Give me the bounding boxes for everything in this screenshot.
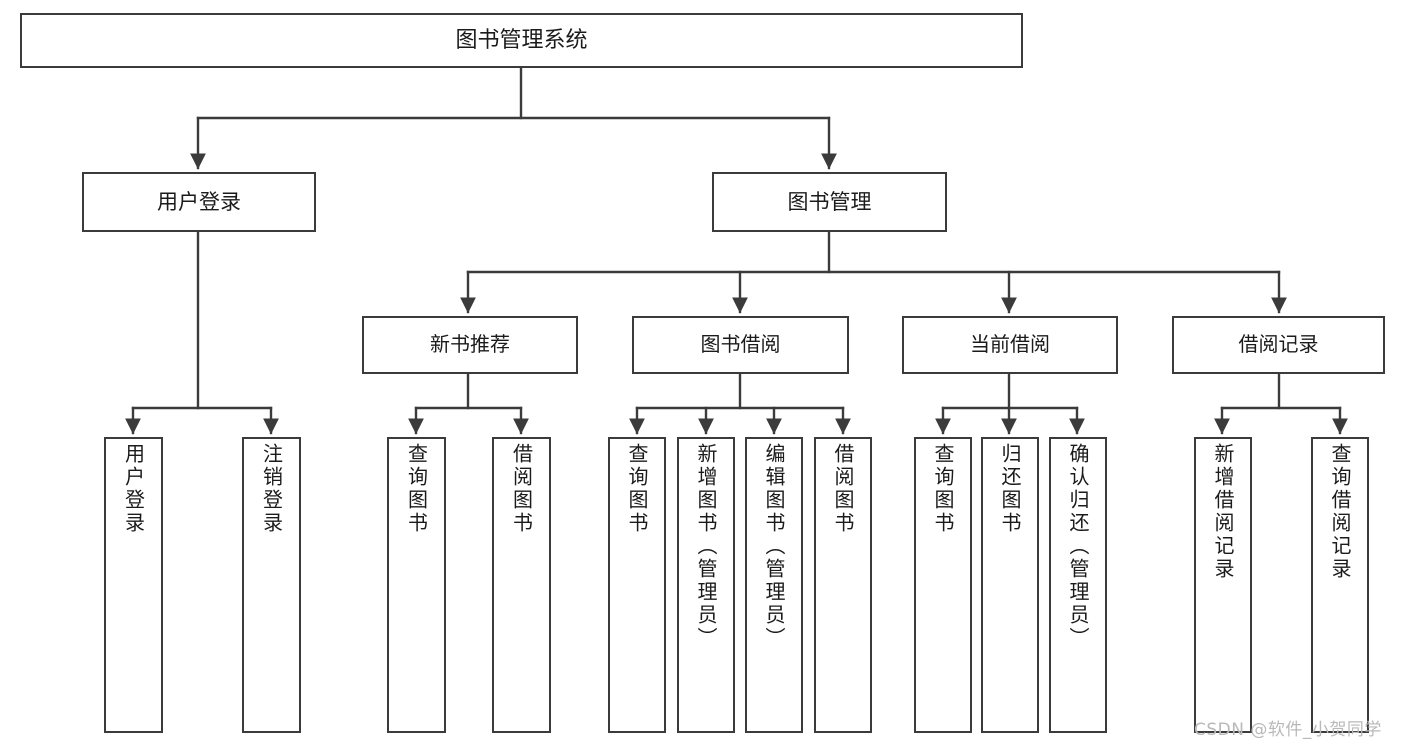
node-book-management[interactable]: 图书管理 — [712, 172, 947, 232]
leaf-borrow-borrow-book[interactable]: 借阅图书 — [814, 437, 872, 733]
leaf-recommend-borrow-book[interactable]: 借阅图书 — [492, 437, 551, 733]
leaf-borrow-add-book-label: 新增图书（管理员） — [694, 443, 718, 650]
leaf-logout[interactable]: 注销登录 — [242, 437, 301, 733]
leaf-recommend-borrow-book-label: 借阅图书 — [509, 443, 534, 535]
leaf-record-add-label: 新增借阅记录 — [1211, 443, 1235, 581]
node-book-borrow-label: 图书借阅 — [700, 332, 781, 357]
leaf-current-confirm-return[interactable]: 确认归还（管理员） — [1049, 437, 1107, 733]
node-root-label: 图书管理系统 — [455, 27, 588, 53]
leaf-current-query-book-label: 查询图书 — [931, 443, 955, 535]
watermark: CSDN @软件_小贺同学 — [1194, 720, 1382, 740]
node-root[interactable]: 图书管理系统 — [20, 13, 1023, 68]
leaf-borrow-edit-book-label: 编辑图书（管理员） — [762, 443, 786, 650]
leaf-current-confirm-return-label: 确认归还（管理员） — [1066, 443, 1090, 650]
leaf-current-return-book[interactable]: 归还图书 — [981, 437, 1039, 733]
leaf-record-query-label: 查询借阅记录 — [1328, 443, 1352, 581]
leaf-borrow-borrow-book-label: 借阅图书 — [831, 443, 855, 535]
leaf-borrow-query-book-label: 查询图书 — [625, 443, 649, 535]
node-borrow-record-label: 借阅记录 — [1238, 332, 1319, 357]
leaf-recommend-query-book-label: 查询图书 — [404, 443, 429, 535]
node-current-borrow-label: 当前借阅 — [970, 332, 1050, 357]
node-new-book-recommend[interactable]: 新书推荐 — [362, 316, 578, 374]
leaf-logout-label: 注销登录 — [259, 443, 284, 535]
leaf-current-return-book-label: 归还图书 — [998, 443, 1022, 535]
leaf-borrow-edit-book[interactable]: 编辑图书（管理员） — [745, 437, 803, 733]
node-new-book-recommend-label: 新书推荐 — [430, 332, 510, 357]
node-user-login-label: 用户登录 — [157, 189, 241, 214]
node-borrow-record[interactable]: 借阅记录 — [1172, 316, 1385, 374]
node-current-borrow[interactable]: 当前借阅 — [902, 316, 1118, 374]
leaf-user-login[interactable]: 用户登录 — [104, 437, 163, 733]
leaf-borrow-add-book[interactable]: 新增图书（管理员） — [677, 437, 735, 733]
node-user-login[interactable]: 用户登录 — [82, 172, 316, 232]
leaf-borrow-query-book[interactable]: 查询图书 — [608, 437, 666, 733]
node-book-borrow[interactable]: 图书借阅 — [632, 316, 849, 374]
leaf-current-query-book[interactable]: 查询图书 — [914, 437, 972, 733]
leaf-record-add[interactable]: 新增借阅记录 — [1194, 437, 1252, 733]
leaf-record-query[interactable]: 查询借阅记录 — [1311, 437, 1369, 733]
leaf-recommend-query-book[interactable]: 查询图书 — [387, 437, 446, 733]
node-book-management-label: 图书管理 — [787, 189, 872, 214]
leaf-user-login-label: 用户登录 — [121, 443, 146, 535]
